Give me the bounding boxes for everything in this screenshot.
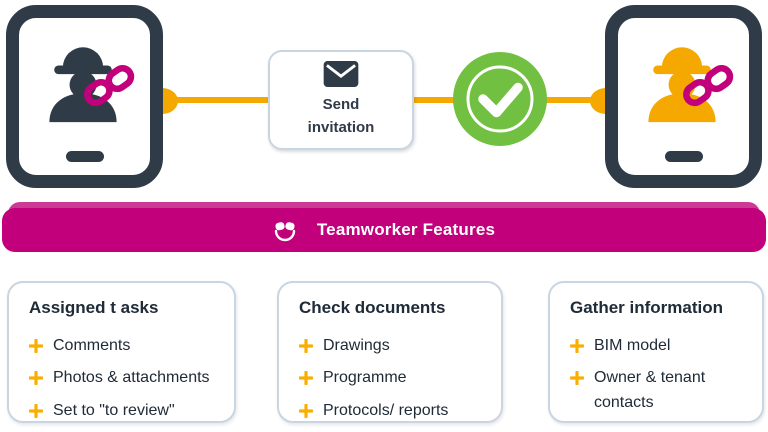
send-invitation-card: Send invitation	[268, 50, 414, 150]
left-tablet-screen	[19, 18, 150, 175]
connector-plug-right	[590, 88, 606, 114]
feature-item-label: Set to "to review"	[53, 401, 175, 419]
chain-link-icon	[84, 64, 135, 107]
card-title: Check documents	[299, 298, 446, 317]
plus-icon	[29, 339, 43, 353]
features-banner: Teamworker Features	[2, 208, 766, 252]
plus-icon	[29, 371, 43, 386]
plus-icon	[570, 339, 584, 353]
banner-title: Teamworker Features	[316, 220, 496, 239]
feature-item-label: Comments	[53, 337, 131, 354]
feature-item-label: Protocols/ reports	[323, 401, 449, 419]
feature-item: Comments	[29, 334, 214, 358]
plus-icon	[570, 371, 584, 386]
right-tablet-screen	[618, 18, 749, 175]
plus-icon	[299, 339, 313, 353]
feature-item: Owner & tenant contacts	[570, 366, 742, 415]
feature-item-label: Drawings	[323, 337, 390, 354]
feature-item: BIM model	[570, 334, 742, 358]
feature-item-label: BIM model	[594, 337, 671, 354]
feature-item-label: Owner & tenant contacts	[594, 369, 706, 411]
tablet-home-bar	[65, 151, 104, 162]
feature-item: Protocols/ reports	[299, 399, 481, 423]
right-tablet	[605, 5, 762, 188]
feature-item: Programme	[299, 366, 481, 390]
envelope-icon	[323, 61, 359, 87]
tablet-home-bar	[664, 151, 703, 162]
feature-item: Photos & attachments	[29, 366, 214, 390]
chain-link-icon	[683, 64, 734, 107]
feature-item: Set to "to review"	[29, 399, 214, 423]
card-title: Assigned t asks	[29, 298, 159, 317]
feature-item-label: Photos & attachments	[53, 369, 210, 387]
feature-item-label: Programme	[323, 369, 407, 387]
feature-item: Drawings	[299, 334, 481, 358]
check-badge	[453, 52, 547, 146]
left-tablet	[6, 5, 163, 188]
send-invitation-label: Send invitation	[307, 96, 375, 136]
plus-icon	[29, 403, 43, 418]
plus-icon	[299, 403, 313, 418]
teamwork-icon	[274, 222, 296, 242]
card-title: Gather information	[570, 298, 724, 317]
construction-worker-icon	[648, 47, 716, 123]
connector-plug-left	[162, 88, 178, 114]
plus-icon	[299, 371, 313, 386]
check-icon	[466, 65, 534, 133]
